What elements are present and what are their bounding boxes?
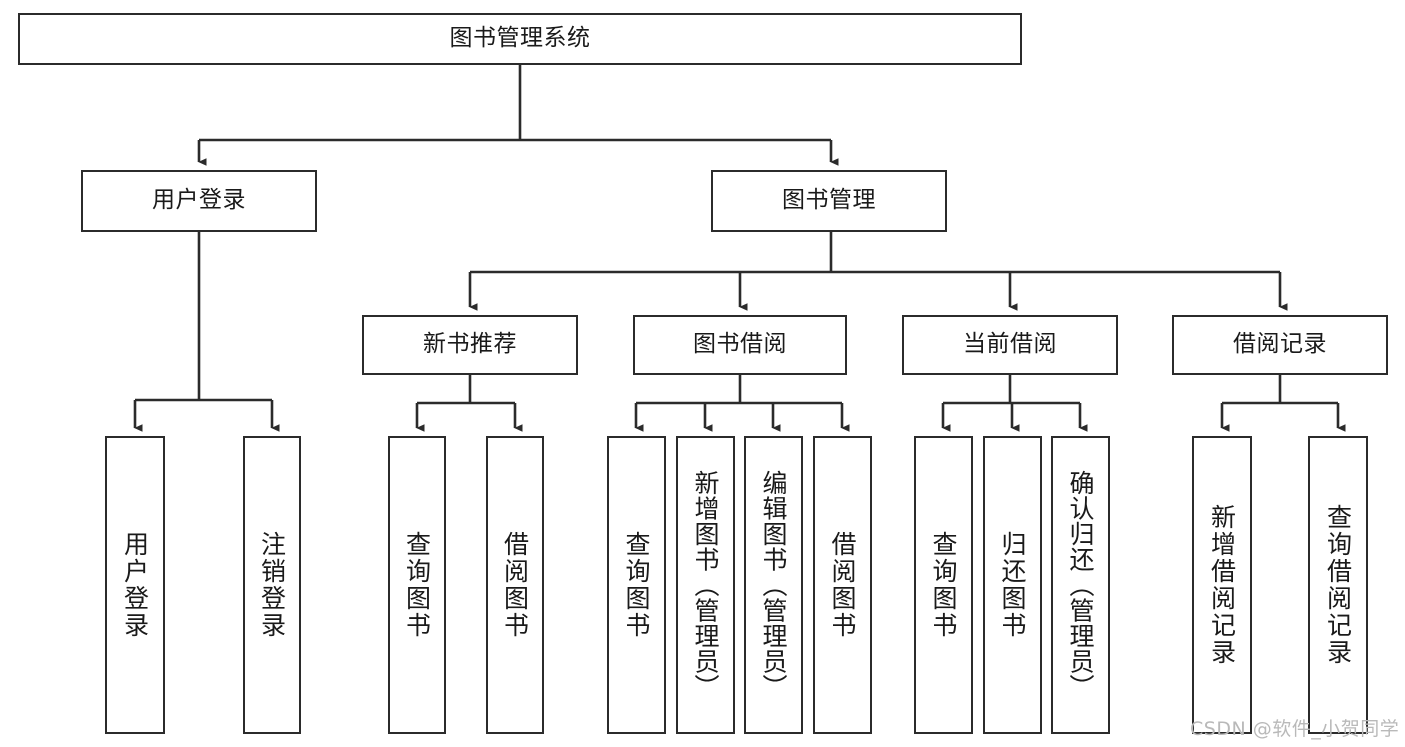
leaf-query-book-borrow-label: 查询图书 [622,531,651,639]
leaf-add-borrow-record-label: 新增借阅记录 [1207,504,1237,666]
node-borrow-record[interactable]: 借阅记录 [1172,315,1388,375]
node-current-borrow-label: 当前借阅 [963,331,1057,358]
leaf-query-book-recommend[interactable]: 查询图书 [388,436,446,734]
watermark: CSDN @软件_小贺同学 [1190,718,1400,740]
leaf-logout[interactable]: 注销登录 [243,436,301,734]
leaf-query-borrow-record[interactable]: 查询借阅记录 [1308,436,1368,734]
node-new-book-recommend[interactable]: 新书推荐 [362,315,578,375]
node-root[interactable]: 图书管理系统 [18,13,1022,65]
leaf-confirm-return-admin[interactable]: 确认归还（管理员） [1051,436,1110,734]
node-current-borrow[interactable]: 当前借阅 [902,315,1118,375]
node-user-login[interactable]: 用户登录 [81,170,317,232]
node-book-borrow-label: 图书借阅 [693,331,787,358]
node-root-label: 图书管理系统 [449,25,591,52]
leaf-user-login[interactable]: 用户登录 [105,436,165,734]
leaf-return-book[interactable]: 归还图书 [983,436,1042,734]
node-borrow-record-label: 借阅记录 [1233,331,1327,358]
leaf-borrow-book-recommend[interactable]: 借阅图书 [486,436,544,734]
leaf-query-borrow-record-label: 查询借阅记录 [1323,504,1353,666]
leaf-confirm-return-admin-label: 确认归还（管理员） [1066,470,1095,700]
leaf-borrow-book[interactable]: 借阅图书 [813,436,872,734]
leaf-edit-book-admin-label: 编辑图书（管理员） [759,470,788,700]
node-book-borrow[interactable]: 图书借阅 [633,315,847,375]
leaf-user-login-label: 用户登录 [120,531,150,639]
leaf-return-book-label: 归还图书 [998,531,1027,639]
leaf-borrow-book-recommend-label: 借阅图书 [500,531,530,639]
leaf-logout-label: 注销登录 [257,531,287,639]
leaf-query-book-current[interactable]: 查询图书 [914,436,973,734]
leaf-query-book-current-label: 查询图书 [929,531,958,639]
node-user-login-label: 用户登录 [152,187,246,214]
node-new-book-recommend-label: 新书推荐 [423,331,517,358]
node-book-management-label: 图书管理 [782,187,876,214]
leaf-query-book-recommend-label: 查询图书 [402,531,432,639]
leaf-add-book-admin-label: 新增图书（管理员） [691,470,720,700]
node-book-management[interactable]: 图书管理 [711,170,947,232]
leaf-add-book-admin[interactable]: 新增图书（管理员） [676,436,735,734]
leaf-add-borrow-record[interactable]: 新增借阅记录 [1192,436,1252,734]
leaf-query-book-borrow[interactable]: 查询图书 [607,436,666,734]
leaf-edit-book-admin[interactable]: 编辑图书（管理员） [744,436,803,734]
leaf-borrow-book-label: 借阅图书 [828,531,857,639]
